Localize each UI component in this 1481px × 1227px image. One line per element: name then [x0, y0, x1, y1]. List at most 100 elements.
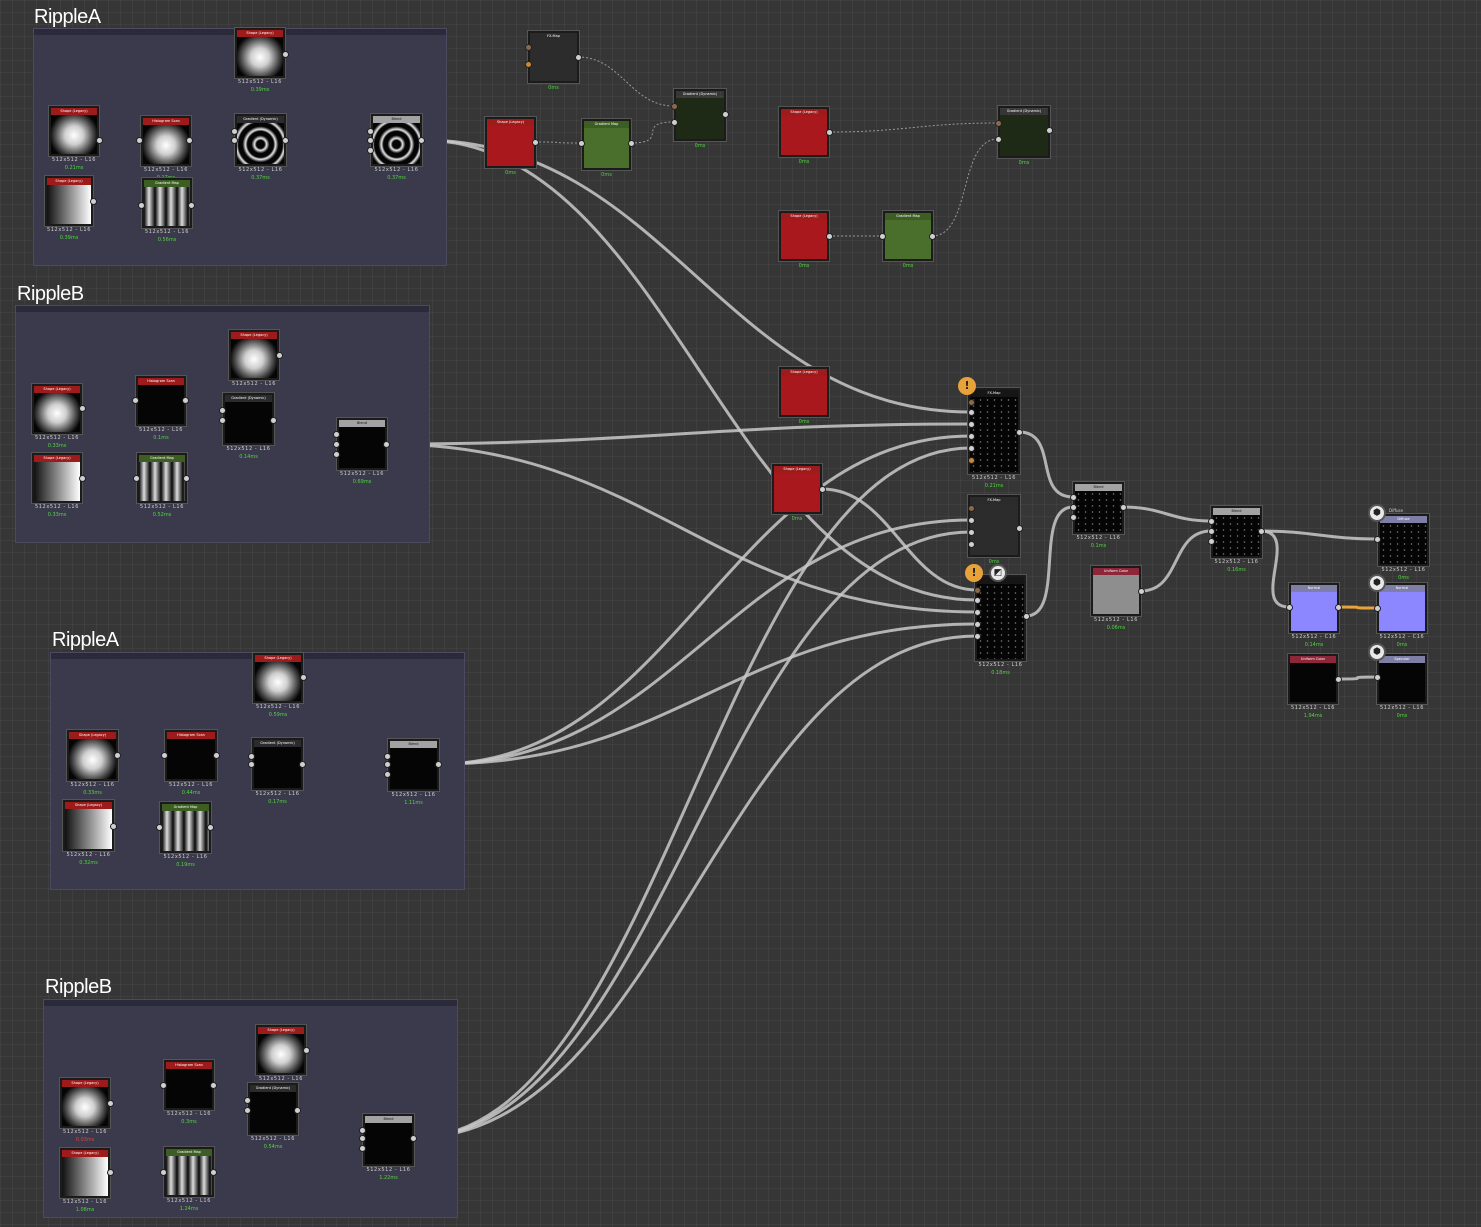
input-port[interactable]: [968, 529, 975, 536]
checker-icon[interactable]: ◩: [989, 564, 1007, 582]
graph-node-t1[interactable]: FX-Map: [528, 31, 579, 83]
output-port[interactable]: [722, 111, 729, 118]
graph-node-c5[interactable]: Blend: [388, 739, 439, 791]
output-port[interactable]: [819, 486, 826, 493]
graph-node-t2[interactable]: Shape (Legacy): [485, 117, 536, 168]
output-port[interactable]: [207, 824, 214, 831]
graph-node-a6[interactable]: Shape (Legacy): [235, 28, 285, 78]
output-port[interactable]: [282, 51, 289, 58]
input-port[interactable]: [974, 633, 981, 640]
output-port[interactable]: [1023, 613, 1030, 620]
output-port[interactable]: [210, 1169, 217, 1176]
input-port[interactable]: [384, 771, 391, 778]
input-port[interactable]: [968, 399, 975, 406]
input-port[interactable]: [995, 136, 1002, 143]
input-port[interactable]: [1286, 604, 1293, 611]
input-port[interactable]: [367, 128, 374, 135]
output-port[interactable]: [410, 1135, 417, 1142]
input-port[interactable]: [578, 140, 585, 147]
output-port[interactable]: [188, 202, 195, 209]
input-port[interactable]: [968, 433, 975, 440]
output-port[interactable]: [1258, 528, 1265, 535]
input-port[interactable]: [133, 475, 140, 482]
output-port[interactable]: [79, 475, 86, 482]
input-port[interactable]: [671, 103, 678, 110]
graph-node-c1[interactable]: Shape (Legacy): [253, 653, 303, 703]
output-port[interactable]: [182, 397, 189, 404]
output-port[interactable]: [1335, 676, 1342, 683]
input-port[interactable]: [968, 421, 975, 428]
input-port[interactable]: [384, 753, 391, 760]
input-port[interactable]: [367, 137, 374, 144]
graph-node-o1[interactable]: Diffuse: [1378, 514, 1429, 566]
input-port[interactable]: [367, 147, 374, 154]
graph-node-b7[interactable]: Gradient Map: [137, 453, 187, 503]
output-icon[interactable]: ⬢: [1368, 574, 1386, 592]
output-port[interactable]: [628, 140, 635, 147]
output-port[interactable]: [826, 129, 833, 136]
input-port[interactable]: [974, 609, 981, 616]
input-port[interactable]: [1374, 605, 1381, 612]
graph-node-t7[interactable]: Shape (Legacy): [779, 211, 829, 261]
graph-node-nm1[interactable]: Normal: [1289, 583, 1339, 633]
warning-icon[interactable]: !: [965, 564, 983, 582]
input-port[interactable]: [359, 1135, 366, 1142]
output-port[interactable]: [303, 1047, 310, 1054]
output-icon[interactable]: ⬢: [1368, 504, 1386, 522]
output-port[interactable]: [107, 1100, 114, 1107]
graph-node-c4[interactable]: Gradient (Dynamic): [252, 738, 303, 790]
graph-node-a4[interactable]: Gradient (Dynamic): [235, 114, 286, 166]
graph-node-b4[interactable]: Gradient (Dynamic): [223, 393, 274, 445]
graph-node-uc1[interactable]: Uniform Color: [1091, 566, 1141, 616]
output-port[interactable]: [114, 752, 121, 759]
output-port[interactable]: [186, 137, 193, 144]
graph-node-d6[interactable]: Shape (Legacy): [60, 1148, 110, 1198]
output-port[interactable]: [90, 198, 97, 205]
graph-node-fx1[interactable]: FX-Map: [968, 388, 1020, 474]
output-port[interactable]: [300, 674, 307, 681]
output-port[interactable]: [826, 233, 833, 240]
input-port[interactable]: [156, 824, 163, 831]
graph-node-a7[interactable]: Gradient Map: [142, 178, 192, 228]
graph-node-d4[interactable]: Gradient (Dynamic): [248, 1083, 298, 1135]
input-port[interactable]: [1208, 528, 1215, 535]
input-port[interactable]: [1070, 494, 1077, 501]
graph-node-b6[interactable]: Shape (Legacy): [32, 453, 82, 503]
input-port[interactable]: [160, 1082, 167, 1089]
output-port[interactable]: [575, 54, 582, 61]
output-port[interactable]: [294, 1107, 301, 1114]
input-port[interactable]: [384, 761, 391, 768]
output-port[interactable]: [96, 137, 103, 144]
graph-node-a5[interactable]: Blend: [371, 114, 422, 166]
graph-node-c3[interactable]: Histogram Scan: [165, 730, 217, 781]
output-port[interactable]: [299, 761, 306, 768]
graph-node-a1[interactable]: Shape (Legacy): [45, 176, 93, 226]
graph-node-o3[interactable]: Specular: [1377, 654, 1427, 704]
input-port[interactable]: [333, 431, 340, 438]
graph-node-fx2[interactable]: FX-Map: [968, 495, 1020, 557]
input-port[interactable]: [879, 233, 886, 240]
input-port[interactable]: [244, 1107, 251, 1114]
warning-icon[interactable]: !: [958, 377, 976, 395]
graph-node-t4[interactable]: Gradient (Dynamic): [674, 89, 726, 141]
input-port[interactable]: [231, 137, 238, 144]
frame-title[interactable]: RippleB: [17, 283, 84, 305]
graph-node-m2[interactable]: Shape (Legacy): [772, 464, 822, 514]
input-port[interactable]: [244, 1097, 251, 1104]
input-port[interactable]: [1070, 504, 1077, 511]
output-port[interactable]: [1016, 525, 1023, 532]
input-port[interactable]: [968, 505, 975, 512]
input-port[interactable]: [1208, 538, 1215, 545]
output-port[interactable]: [213, 752, 220, 759]
graph-node-t5[interactable]: Shape (Legacy): [779, 107, 829, 157]
graph-node-c7[interactable]: Gradient Map: [160, 802, 211, 853]
graph-node-d2[interactable]: Shape (Legacy): [60, 1078, 110, 1128]
input-port[interactable]: [359, 1145, 366, 1152]
input-port[interactable]: [219, 417, 226, 424]
input-port[interactable]: [974, 621, 981, 628]
input-port[interactable]: [968, 517, 975, 524]
graph-node-a3[interactable]: Histogram Scan: [141, 116, 191, 166]
input-port[interactable]: [231, 128, 238, 135]
graph-node-d7[interactable]: Gradient Map: [164, 1147, 214, 1197]
